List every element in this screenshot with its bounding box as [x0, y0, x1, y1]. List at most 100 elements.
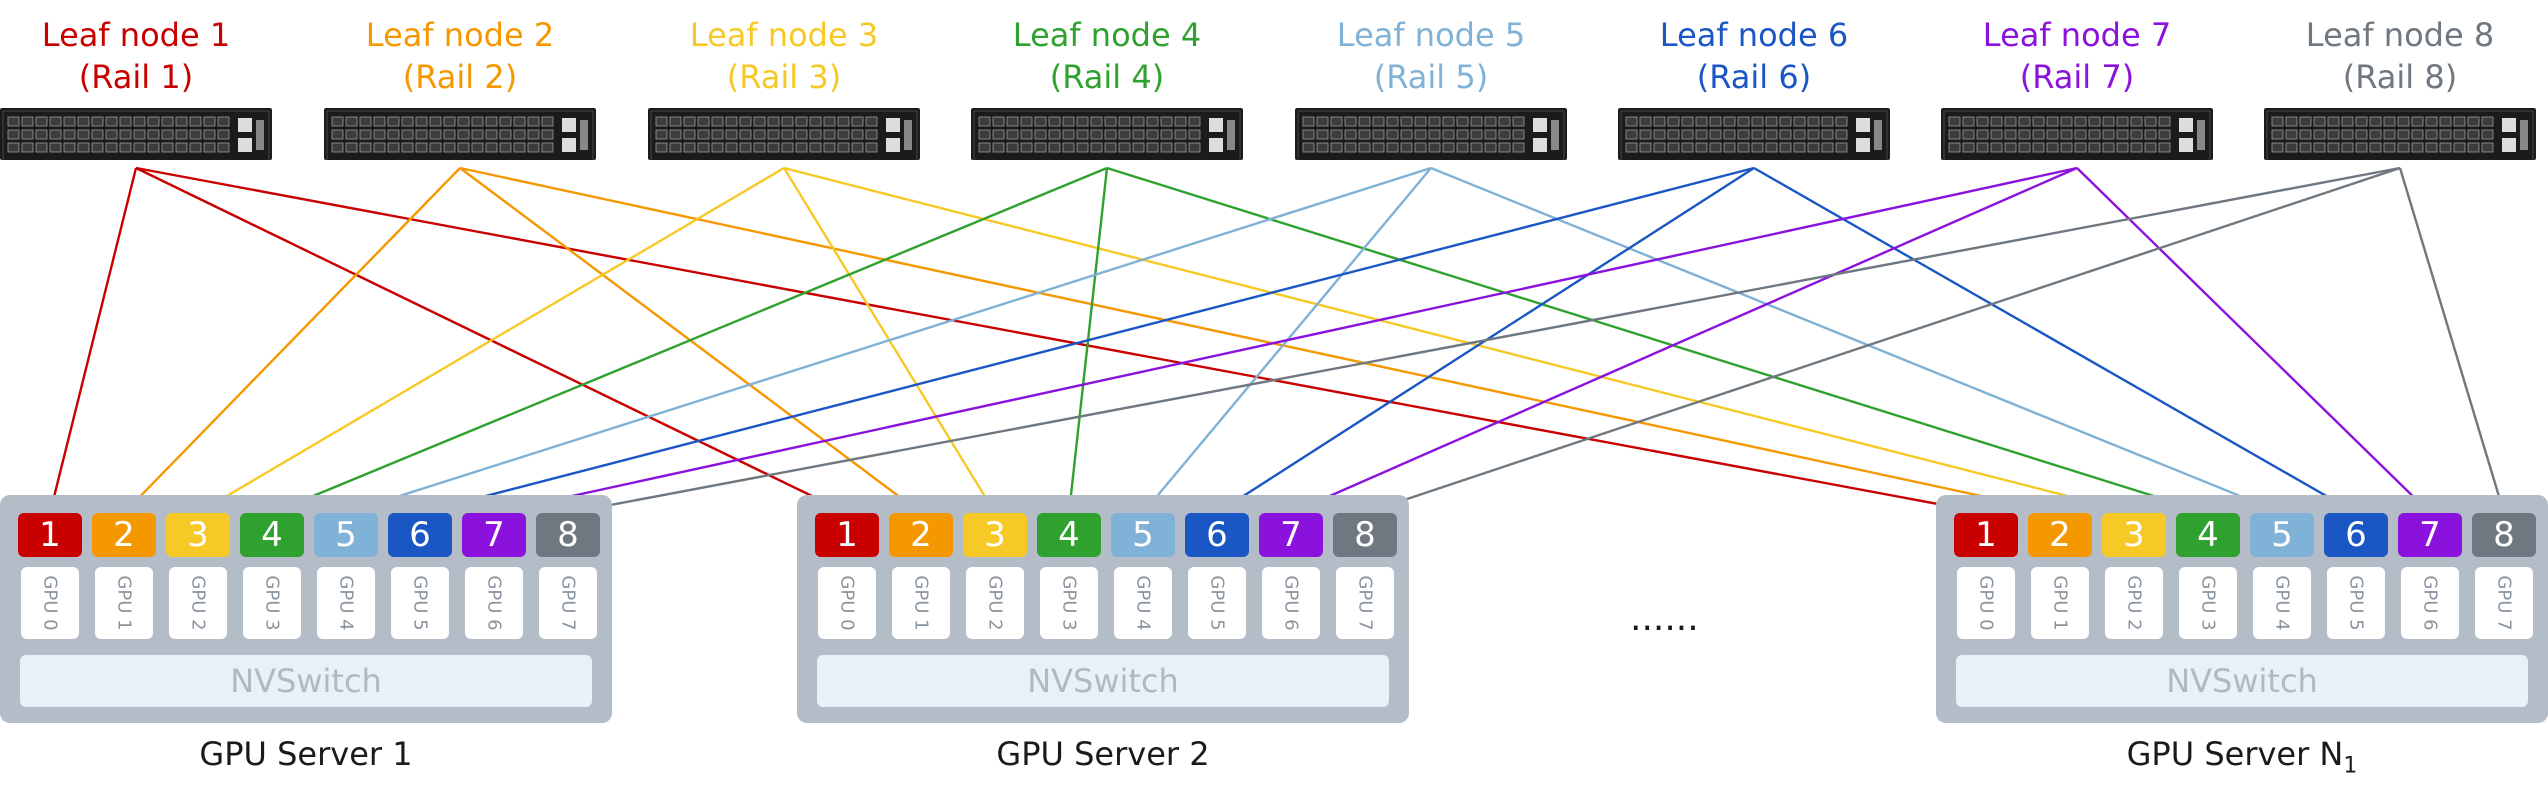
leaf-switch-icon: [1295, 108, 1567, 160]
server-label-text: GPU Server N: [2126, 735, 2344, 773]
leaf-switch-icon: [1941, 108, 2213, 160]
rail-5-link-server-1: [345, 166, 1432, 515]
nvswitch-bar: NVSwitch: [1956, 655, 2528, 707]
rail-5-link-server-3: [1430, 166, 2283, 515]
gpu-card: GPU 7: [1336, 567, 1394, 639]
gpu-card: GPU 6: [465, 567, 523, 639]
leaf-switch-icon: [2264, 108, 2536, 160]
leaf-node-rail: (Rail 4): [1049, 58, 1165, 96]
gpu-card: GPU 0: [1957, 567, 2015, 639]
leaf-node-rail: (Rail 6): [1696, 58, 1812, 96]
gpu-label: GPU 0: [39, 575, 61, 631]
nic-port-7: 7: [462, 513, 526, 557]
gpu-card: GPU 4: [317, 567, 375, 639]
leaf-node-5: Leaf node 5(Rail 5): [1295, 14, 1567, 160]
leaf-node-rail: (Rail 5): [1373, 58, 1489, 96]
gpu-label: GPU 4: [1132, 575, 1154, 631]
leaf-node-name: Leaf node 6: [1659, 16, 1849, 54]
leaf-node-8: Leaf node 8(Rail 8): [2264, 14, 2536, 160]
nic-port-4: 4: [240, 513, 304, 557]
nic-port-1: 1: [1954, 513, 2018, 557]
gpu-label: GPU 2: [984, 575, 1006, 631]
gpu-label: GPU 6: [2419, 575, 2441, 631]
leaf-node-name: Leaf node 4: [1012, 16, 1202, 54]
nic-port-5: 5: [2250, 513, 2314, 557]
leaf-node-6: Leaf node 6 (Rail 6): [1618, 14, 1890, 160]
gpu-card: GPU 1: [2031, 567, 2089, 639]
gpu-label: GPU 1: [910, 575, 932, 631]
gpu-card: GPU 3: [1040, 567, 1098, 639]
nic-port-7: 7: [2398, 513, 2462, 557]
gpu-label: GPU 3: [1058, 575, 1080, 631]
server-label: GPU Server N1: [1936, 735, 2548, 778]
gpu-card: GPU 5: [391, 567, 449, 639]
gpu-card: GPU 4: [1114, 567, 1172, 639]
gpu-card: GPU 2: [169, 567, 227, 639]
leaf-node-rail: (Rail 1): [78, 58, 194, 96]
rail-2-link-server-3: [459, 166, 2061, 515]
leaf-node-rail: (Rail 2): [402, 58, 518, 96]
gpu-label: GPU 4: [335, 575, 357, 631]
leaf-switch-icon: [971, 108, 1243, 160]
nic-port-3: 3: [166, 513, 230, 557]
rail-7-link-server-2: [1290, 166, 2078, 515]
gpu-card: GPU 1: [95, 567, 153, 639]
gpu-label: GPU 2: [2123, 575, 2145, 631]
rail-6-link-server-3: [1753, 166, 2357, 515]
gpu-card: GPU 0: [21, 567, 79, 639]
gpu-card: GPU 7: [2475, 567, 2533, 639]
rail-8-link-server-3: [2398, 167, 2506, 514]
gpu-label: GPU 6: [1280, 575, 1302, 631]
rail-4-link-server-3: [1106, 166, 2209, 515]
gpu-label: GPU 7: [1354, 575, 1376, 631]
gpu-card: GPU 6: [2401, 567, 2459, 639]
leaf-node-name: Leaf node 2: [365, 16, 555, 54]
gpu-card: GPU 2: [2105, 567, 2163, 639]
leaf-node-name: Leaf node 8: [2305, 16, 2495, 54]
leaf-node-2: Leaf node 2 (Rail 2): [324, 14, 596, 160]
leaf-node-1: Leaf node 1(Rail 1): [0, 14, 272, 160]
leaf-switch-icon: [648, 108, 920, 160]
nvswitch-bar: NVSwitch: [20, 655, 592, 707]
gpu-card: GPU 4: [2253, 567, 2311, 639]
leaf-node-4: Leaf node 4 (Rail 4): [971, 14, 1243, 160]
nic-port-8: 8: [2472, 513, 2536, 557]
gpu-label: GPU 3: [2197, 575, 2219, 631]
rail-3-link-server-3: [783, 166, 2135, 515]
server-label-subscript: 1: [2343, 753, 2358, 779]
leaf-node-name: Leaf node 3: [689, 16, 879, 54]
gpu-label: GPU 6: [483, 575, 505, 631]
gpu-card: GPU 5: [1188, 567, 1246, 639]
nic-port-1: 1: [18, 513, 82, 557]
gpu-card: GPU 0: [818, 567, 876, 639]
gpu-card: GPU 2: [966, 567, 1024, 639]
nic-port-2: 2: [92, 513, 156, 557]
nic-port-8: 8: [536, 513, 600, 557]
gpu-label: GPU 4: [2271, 575, 2293, 631]
rail-8-link-server-1: [567, 166, 2401, 515]
leaf-switch-icon: [1618, 108, 1890, 160]
leaf-switch-icon: [0, 108, 272, 160]
rail-7-link-server-3: [2076, 167, 2431, 514]
nic-port-4: 4: [2176, 513, 2240, 557]
nic-port-5: 5: [1111, 513, 1175, 557]
nic-port-7: 7: [1259, 513, 1323, 557]
leaf-switch-icon: [324, 108, 596, 160]
nic-port-6: 6: [2324, 513, 2388, 557]
nic-port-2: 2: [2028, 513, 2092, 557]
rail-7-link-server-1: [493, 166, 2078, 515]
nic-port-4: 4: [1037, 513, 1101, 557]
nic-port-3: 3: [2102, 513, 2166, 557]
rail-4-link-server-1: [271, 166, 1108, 515]
nic-port-8: 8: [1333, 513, 1397, 557]
gpu-card: GPU 6: [1262, 567, 1320, 639]
rail-2-link-server-1: [123, 167, 461, 514]
rail-1-link-server-1: [48, 167, 138, 514]
gpu-label: GPU 5: [2345, 575, 2367, 631]
gpu-label: GPU 0: [1975, 575, 1997, 631]
rail-3-link-server-1: [197, 166, 785, 515]
